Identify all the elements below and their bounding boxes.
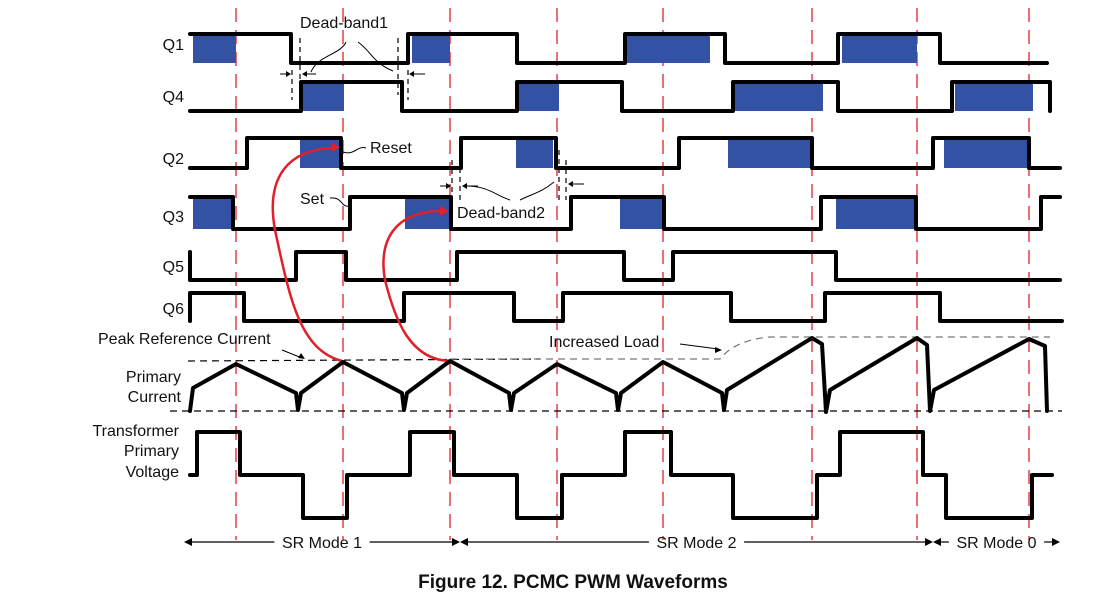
peak-reference-line: [187, 358, 541, 362]
dead-band2-label: Dead-band2: [457, 205, 545, 222]
dead-band2-leader-right: [519, 181, 555, 201]
sense-pulse-q1-4: [842, 34, 917, 63]
sr-mode-label: SR Mode 0: [956, 535, 1036, 552]
sr-mode-arrowhead-left: [460, 538, 468, 546]
waveform-q4: [188, 80, 1052, 113]
reset-label: Reset: [370, 140, 412, 157]
gate-signal-waveforms: [188, 32, 1064, 323]
increased-load-leader: [679, 343, 719, 350]
sr-mode-label: SR Mode 2: [656, 535, 736, 552]
sr-mode-span-1: SR Mode 1: [184, 535, 460, 552]
label-voltage-line1: Transformer: [92, 423, 179, 440]
reset-trigger-arrow: [271, 146, 343, 363]
label-q2: Q2: [163, 151, 184, 168]
sense-pulse-q3-1: [193, 197, 232, 229]
reset-leader: [342, 146, 367, 154]
increased-load-reference-line: [450, 336, 1050, 360]
sense-pulse-q2-4: [944, 138, 1028, 168]
peak-reference-arrowhead: [298, 353, 305, 359]
sense-pulse-q1-3: [627, 34, 710, 63]
label-voltage-line2: Primary: [124, 443, 179, 460]
sense-pulse-q1-2: [412, 34, 450, 63]
sr-mode-indicators: SR Mode 1 SR Mode 2 SR Mode 0: [184, 535, 1060, 552]
sense-pulse-q4-2: [519, 82, 559, 111]
dead-band1-arrows: [280, 71, 425, 77]
set-trigger-arrow: [382, 209, 451, 363]
sr-mode-arrowhead-left: [184, 538, 192, 546]
dead-band1-label: Dead-band1: [300, 15, 388, 32]
transformer-primary-voltage-waveform: [188, 430, 1054, 520]
dead-band1-leader-right: [357, 41, 394, 72]
waveform-q5: [188, 250, 1062, 282]
sr-mode-span-3: SR Mode 0: [933, 535, 1060, 552]
increased-load-arrowhead: [715, 347, 722, 353]
sr-mode-arrowhead-right: [925, 538, 933, 546]
label-voltage-line3: Voltage: [126, 464, 179, 481]
current-sense-pulses: [193, 34, 1033, 229]
set-trigger-arrowhead: [440, 206, 449, 216]
figure-caption: Figure 12. PCMC PWM Waveforms: [418, 572, 728, 593]
signal-labels: Q1 Q4 Q2 Q3 Q5 Q6 Primary Current Transf…: [92, 37, 184, 481]
waveform-q3: [188, 195, 1062, 231]
sr-mode-arrowhead-left: [933, 538, 941, 546]
label-primary-current-line2: Current: [128, 389, 182, 406]
annotations: Dead-band1 Reset Set Dead-band2 Peak: [98, 15, 722, 363]
dead-band2-leader-left: [465, 185, 511, 201]
set-label: Set: [300, 191, 325, 208]
waveform-q1: [188, 32, 1049, 65]
label-q1: Q1: [163, 37, 184, 54]
sr-mode-span-2: SR Mode 2: [460, 535, 933, 552]
dead-band2-arrows: [440, 181, 584, 189]
peak-reference-current-label: Peak Reference Current: [98, 331, 271, 348]
label-q5: Q5: [163, 259, 184, 276]
waveform-q6: [188, 291, 1064, 323]
primary-current-trace: [188, 336, 1049, 414]
label-q6: Q6: [163, 301, 184, 318]
label-q4: Q4: [163, 89, 184, 106]
dead-band1-leader-left: [310, 41, 347, 73]
timing-grid-lines: [235, 8, 1030, 540]
sense-pulse-q3-4: [836, 197, 916, 229]
sense-pulse-q4-4: [955, 82, 1033, 111]
label-q3: Q3: [163, 209, 184, 226]
primary-voltage-trace: [188, 430, 1054, 520]
sense-pulse-q4-1: [303, 82, 344, 111]
sr-mode-arrowhead-right: [452, 538, 460, 546]
primary-current-waveform: [188, 336, 1049, 414]
sense-pulse-q1-1: [193, 34, 236, 63]
reset-trigger-arrowhead: [331, 142, 340, 152]
waveform-q2: [188, 136, 1062, 170]
label-primary-current-line1: Primary: [126, 369, 181, 386]
peak-reference-leader: [281, 349, 303, 359]
set-leader: [329, 197, 351, 207]
sense-pulse-q3-3: [620, 197, 663, 229]
sr-mode-label: SR Mode 1: [282, 535, 362, 552]
sense-pulse-q2-3: [728, 138, 812, 168]
sense-pulse-q2-2: [516, 138, 553, 168]
increased-load-label: Increased Load: [549, 334, 659, 351]
sense-pulse-q4-3: [735, 82, 823, 111]
reference-lines: [170, 336, 1062, 412]
sr-mode-arrowhead-right: [1052, 538, 1060, 546]
